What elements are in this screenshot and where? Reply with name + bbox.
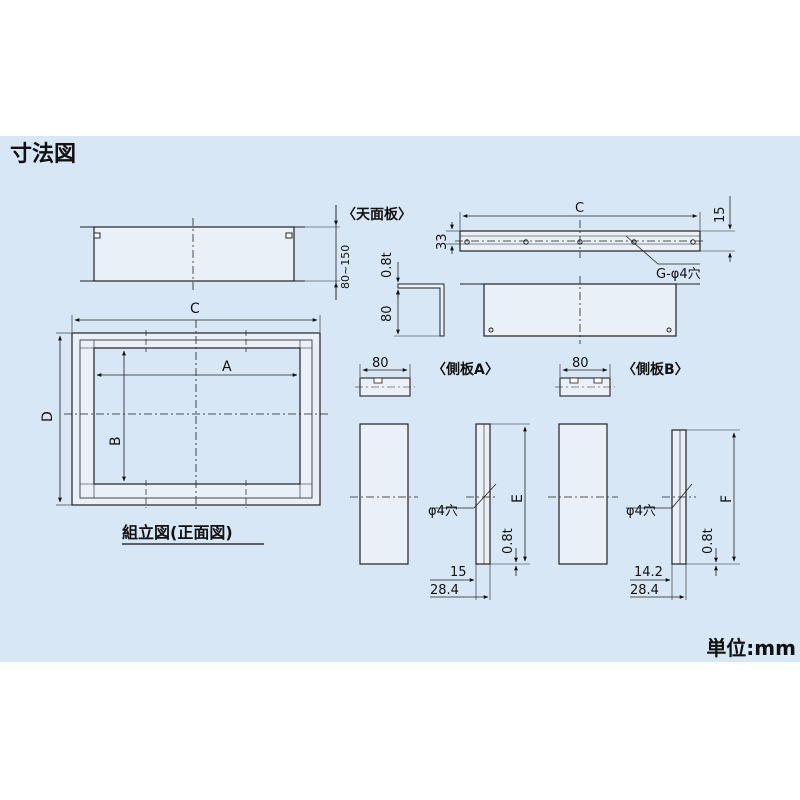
side-b-dim-f: F	[719, 495, 735, 503]
top-panel-label: 〈天面板〉	[342, 206, 412, 223]
page-title: 寸法図	[10, 142, 77, 167]
side-b-dim-14: 14.2	[634, 565, 663, 580]
front-dim-d: D	[40, 411, 56, 422]
top-panel-dim-33: 33	[435, 233, 450, 250]
side-b-label: 〈側板B〉	[622, 361, 689, 378]
side-b-dim-width: 80	[572, 356, 589, 371]
side-panel-b	[548, 364, 740, 600]
side-a-hole-label: φ4穴	[428, 504, 458, 519]
side-a-dim-28: 28.4	[430, 583, 459, 598]
top-panel-hole-label: G-φ4穴	[656, 267, 701, 282]
front-dim-b: B	[108, 436, 124, 446]
top-panel-dim-80: 80	[380, 305, 395, 322]
side-b-dim-thickness: 0.8t	[701, 528, 716, 554]
side-panel-a	[350, 364, 530, 600]
top-view	[80, 205, 340, 300]
side-a-dim-thickness: 0.8t	[501, 528, 516, 554]
side-a-label: 〈側板A〉	[432, 361, 499, 378]
front-dim-a: A	[222, 359, 232, 375]
top-panel-dim-thickness: 0.8t	[380, 252, 395, 278]
side-b-hole-label: φ4穴	[626, 504, 656, 519]
top-panel	[394, 196, 735, 344]
top-panel-dim-15: 15	[713, 206, 728, 223]
top-panel-dim-c: C	[575, 201, 584, 216]
height-range-label: 80~150	[339, 245, 352, 289]
side-b-dim-28: 28.4	[630, 583, 659, 598]
side-a-dim-e: E	[510, 494, 526, 503]
front-view	[56, 315, 330, 512]
side-a-dim-width: 80	[372, 356, 389, 371]
front-dim-c: C	[190, 301, 200, 317]
unit-label: 単位:mm	[706, 636, 796, 660]
assembly-caption: 組立図(正面図)	[122, 523, 233, 542]
side-a-dim-15: 15	[450, 565, 467, 580]
